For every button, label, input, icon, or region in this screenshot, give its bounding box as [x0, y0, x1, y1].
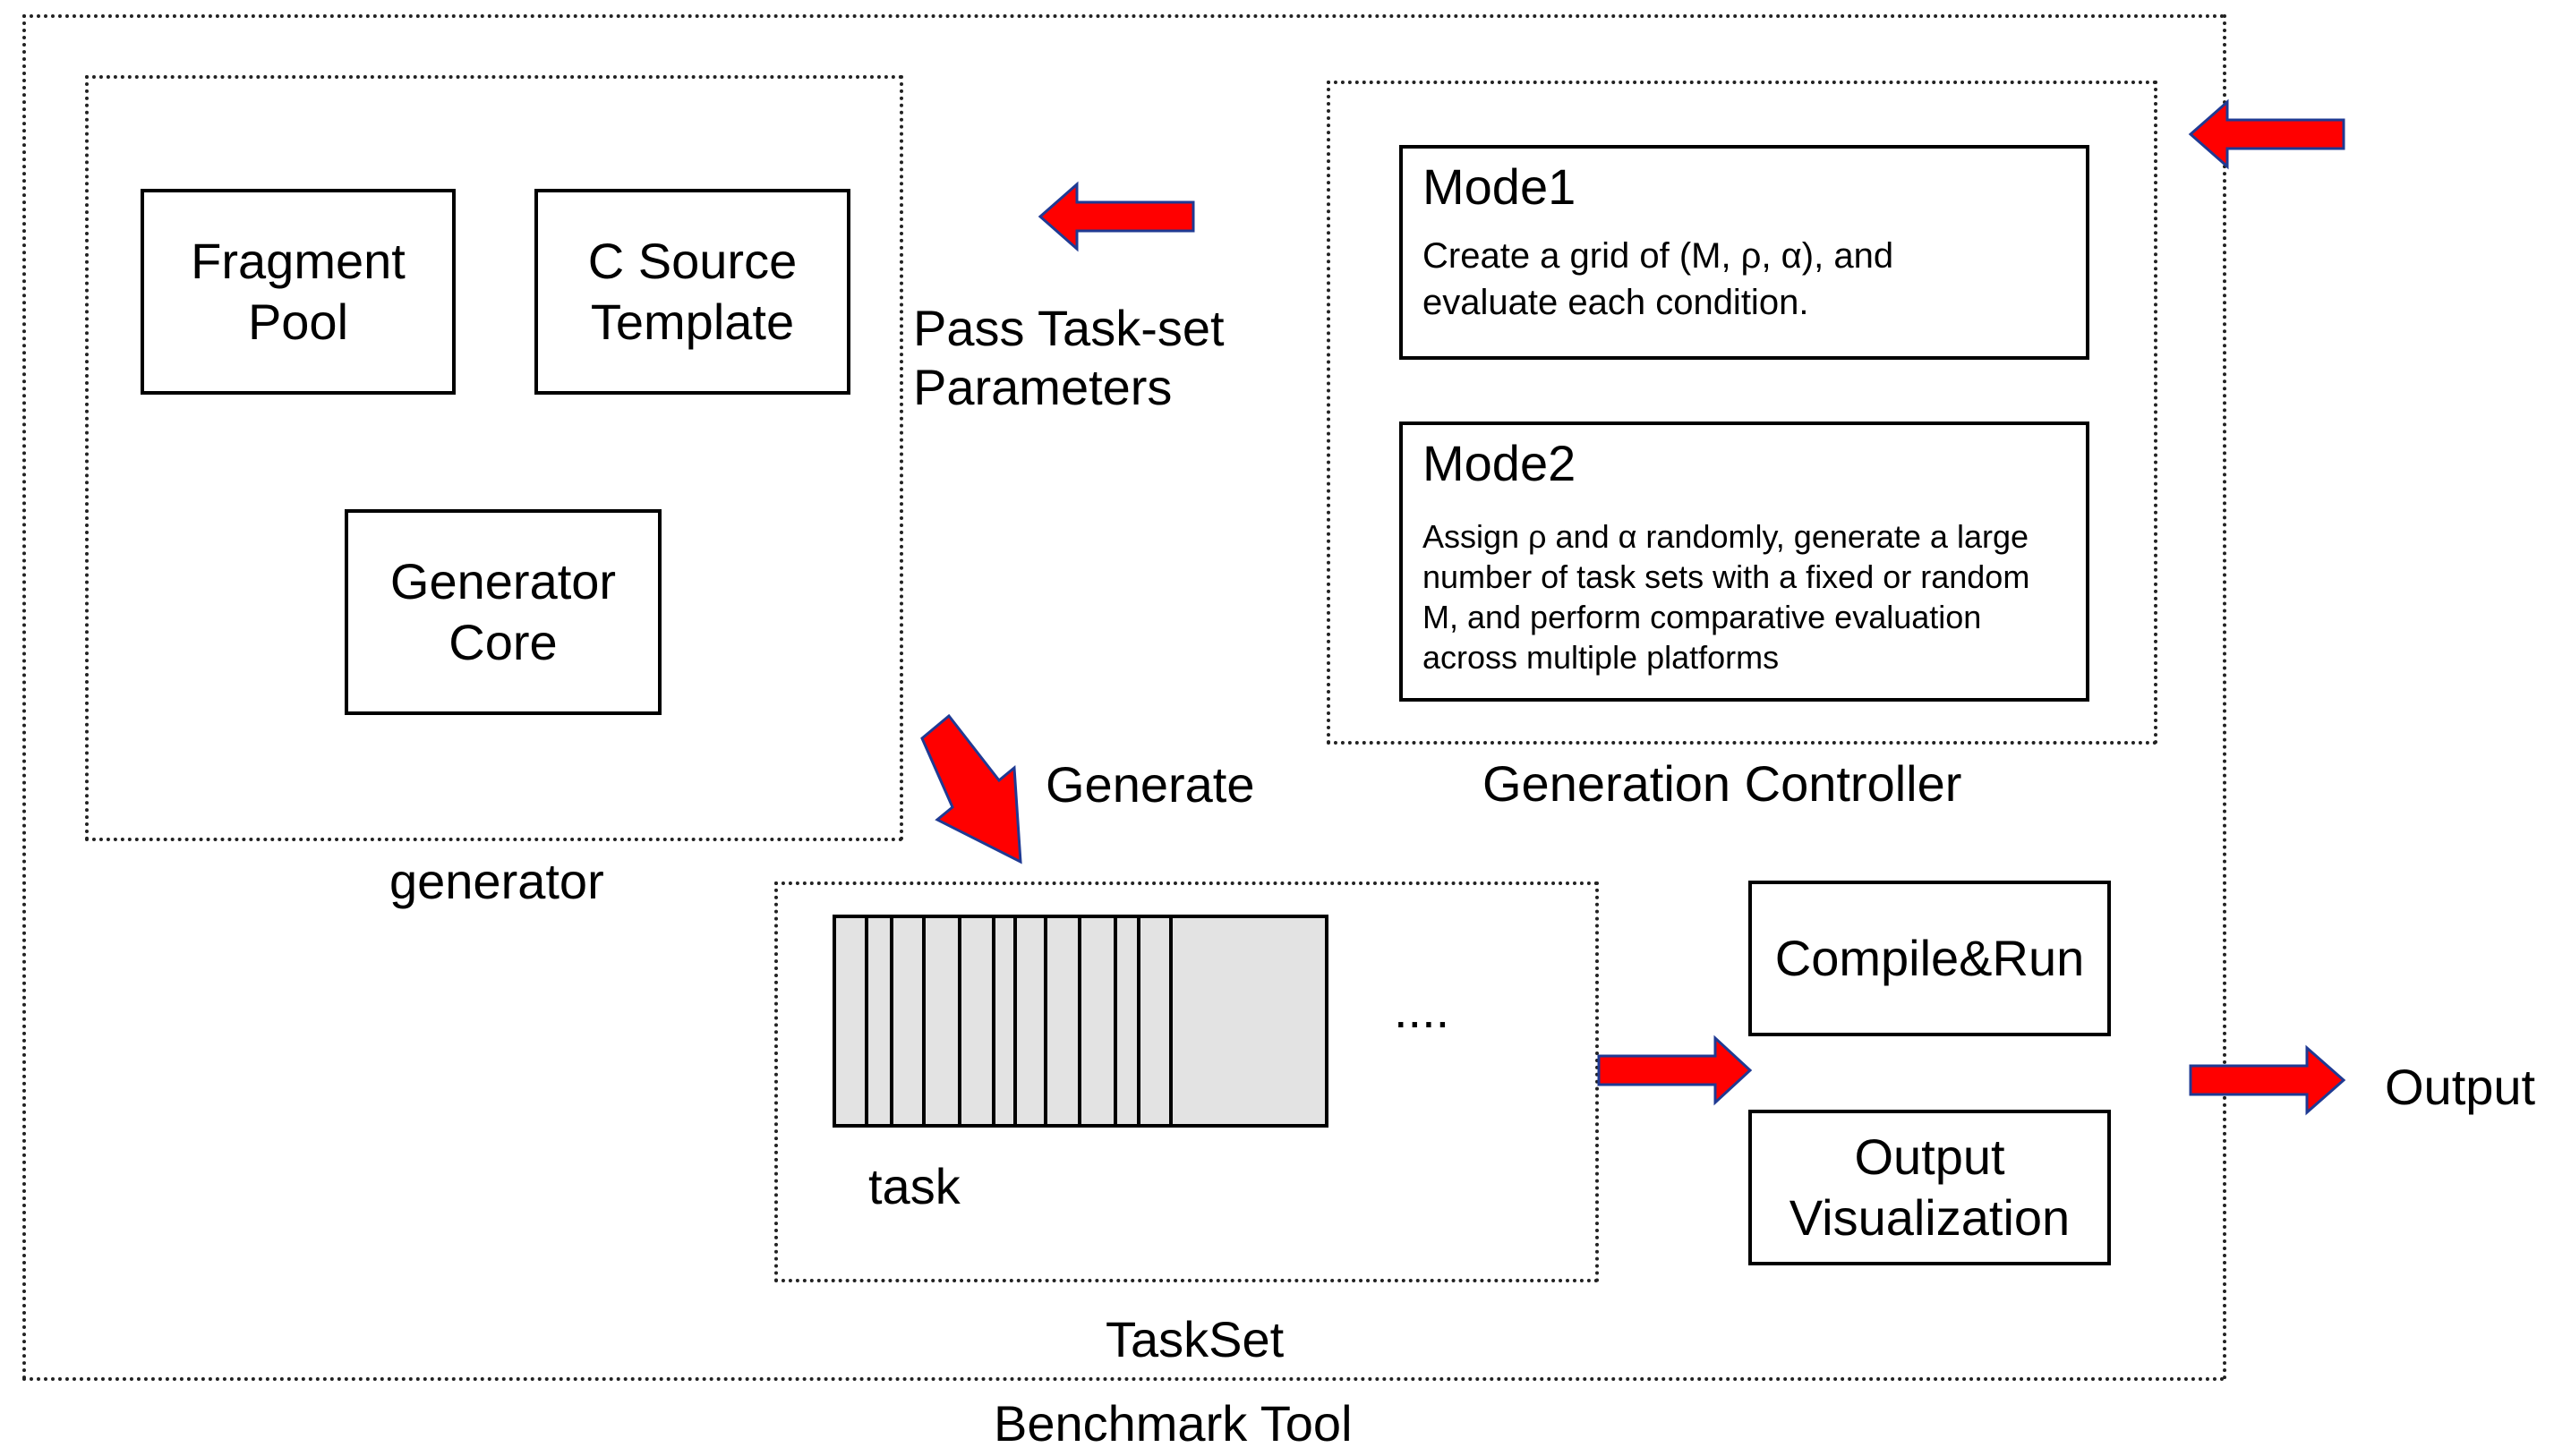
- generator-frame: [85, 75, 903, 841]
- output-visualization-text: Output Visualization: [1789, 1128, 2071, 1246]
- generate-arrow-icon: [920, 713, 1022, 864]
- c-source-template-box: C Source Template: [534, 189, 850, 395]
- generator-core-box: Generator Core: [345, 509, 662, 715]
- mode2-title: Mode2: [1422, 435, 1576, 491]
- pass-parameters-label: Pass Task-set Parameters: [913, 300, 1225, 415]
- generator-label: generator: [389, 853, 604, 909]
- pass-parameters-arrow-icon: [1038, 181, 1195, 252]
- task-label: task: [868, 1158, 961, 1214]
- output-visualization-box: Output Visualization: [1748, 1110, 2111, 1265]
- c-source-template-text: C Source Template: [587, 233, 798, 350]
- generation-controller-frame: [1327, 81, 2157, 745]
- mode2-description: Assign ρ and α randomly, generate a larg…: [1422, 518, 2030, 676]
- generate-label: Generate: [1046, 756, 1255, 813]
- taskset-to-run-arrow-icon: [1597, 1035, 1753, 1106]
- fragment-pool-text: Fragment Pool: [191, 233, 406, 350]
- input-arrow-icon: [2188, 98, 2345, 170]
- benchmark-tool-frame: [22, 14, 2226, 1381]
- taskset-ellipsis: ....: [1394, 982, 1450, 1038]
- taskset-frame: [774, 881, 1599, 1282]
- mode1-description: Create a grid of (M, ρ, α), and evaluate…: [1422, 236, 1894, 322]
- benchmark-tool-label: Benchmark Tool: [994, 1395, 1353, 1452]
- task-dividers: [865, 916, 1173, 1126]
- compile-run-text: Compile&Run: [1774, 930, 2085, 986]
- output-label: Output: [2385, 1059, 2536, 1115]
- generator-core-text: Generator Core: [389, 553, 617, 670]
- output-arrow-icon: [2189, 1044, 2346, 1116]
- mode1-title: Mode1: [1422, 158, 1576, 215]
- mode2-box: Mode2 Assign ρ and α randomly, generate …: [1399, 421, 2089, 702]
- task-bar: [833, 915, 1328, 1128]
- generation-controller-label: Generation Controller: [1482, 755, 1962, 812]
- mode1-box: Mode1 Create a grid of (M, ρ, α), and ev…: [1399, 145, 2089, 360]
- fragment-pool-box: Fragment Pool: [141, 189, 456, 395]
- compile-run-box: Compile&Run: [1748, 881, 2111, 1036]
- taskset-label: TaskSet: [1106, 1311, 1285, 1367]
